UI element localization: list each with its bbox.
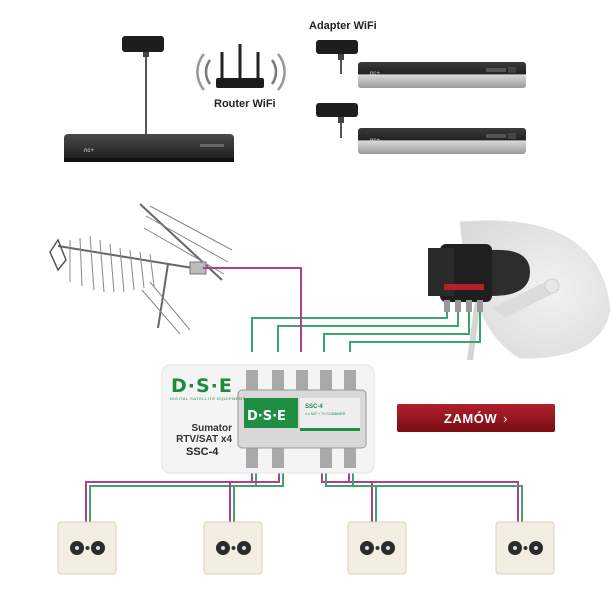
decoder-brand: nc+ xyxy=(370,138,380,144)
sat-cables xyxy=(251,312,481,352)
combiner-model: SSC-4 xyxy=(186,446,219,458)
output-cables xyxy=(85,470,523,523)
router-label: Router WiFi xyxy=(214,98,276,110)
wifi-adapter-1 xyxy=(316,40,358,74)
dse-logo-subtitle: DIGITAL SATELLITE EQUIPMENT xyxy=(170,396,246,401)
dse-logo: D·S·E xyxy=(171,375,233,397)
wifi-adapter-main xyxy=(122,36,164,134)
wall-socket xyxy=(347,521,407,575)
device-desc: 4 x SAT + TV COMBINER xyxy=(305,412,346,416)
wall-socket xyxy=(203,521,263,575)
adapter-label: Adapter WiFi xyxy=(309,20,377,32)
order-button[interactable]: ZAMÓW › xyxy=(397,404,555,432)
tv-antenna xyxy=(49,203,233,335)
combiner-device: D·S·E SSC-4 4 x SAT + TV COMBINER xyxy=(237,370,367,468)
tv-cable xyxy=(203,267,302,352)
wall-socket xyxy=(495,521,555,575)
decoder-main: nc+ xyxy=(64,134,234,162)
decoder-2: nc+ xyxy=(358,62,526,88)
wall-sockets xyxy=(57,521,555,575)
lnb-converter xyxy=(428,244,530,312)
device-model: SSC-4 xyxy=(305,404,323,410)
chevron-right-icon: › xyxy=(503,410,508,426)
decoder-brand: nc+ xyxy=(370,71,380,77)
decoder-brand: nc+ xyxy=(84,148,94,154)
device-logo: D·S·E xyxy=(247,409,286,424)
decoder-3: nc+ xyxy=(358,128,526,154)
wall-socket xyxy=(57,521,117,575)
wifi-adapter-2 xyxy=(316,103,358,138)
combiner-title: Sumator RTV/SAT x4 xyxy=(176,423,232,445)
order-button-label: ZAMÓW xyxy=(444,410,498,426)
wifi-router xyxy=(196,44,286,91)
